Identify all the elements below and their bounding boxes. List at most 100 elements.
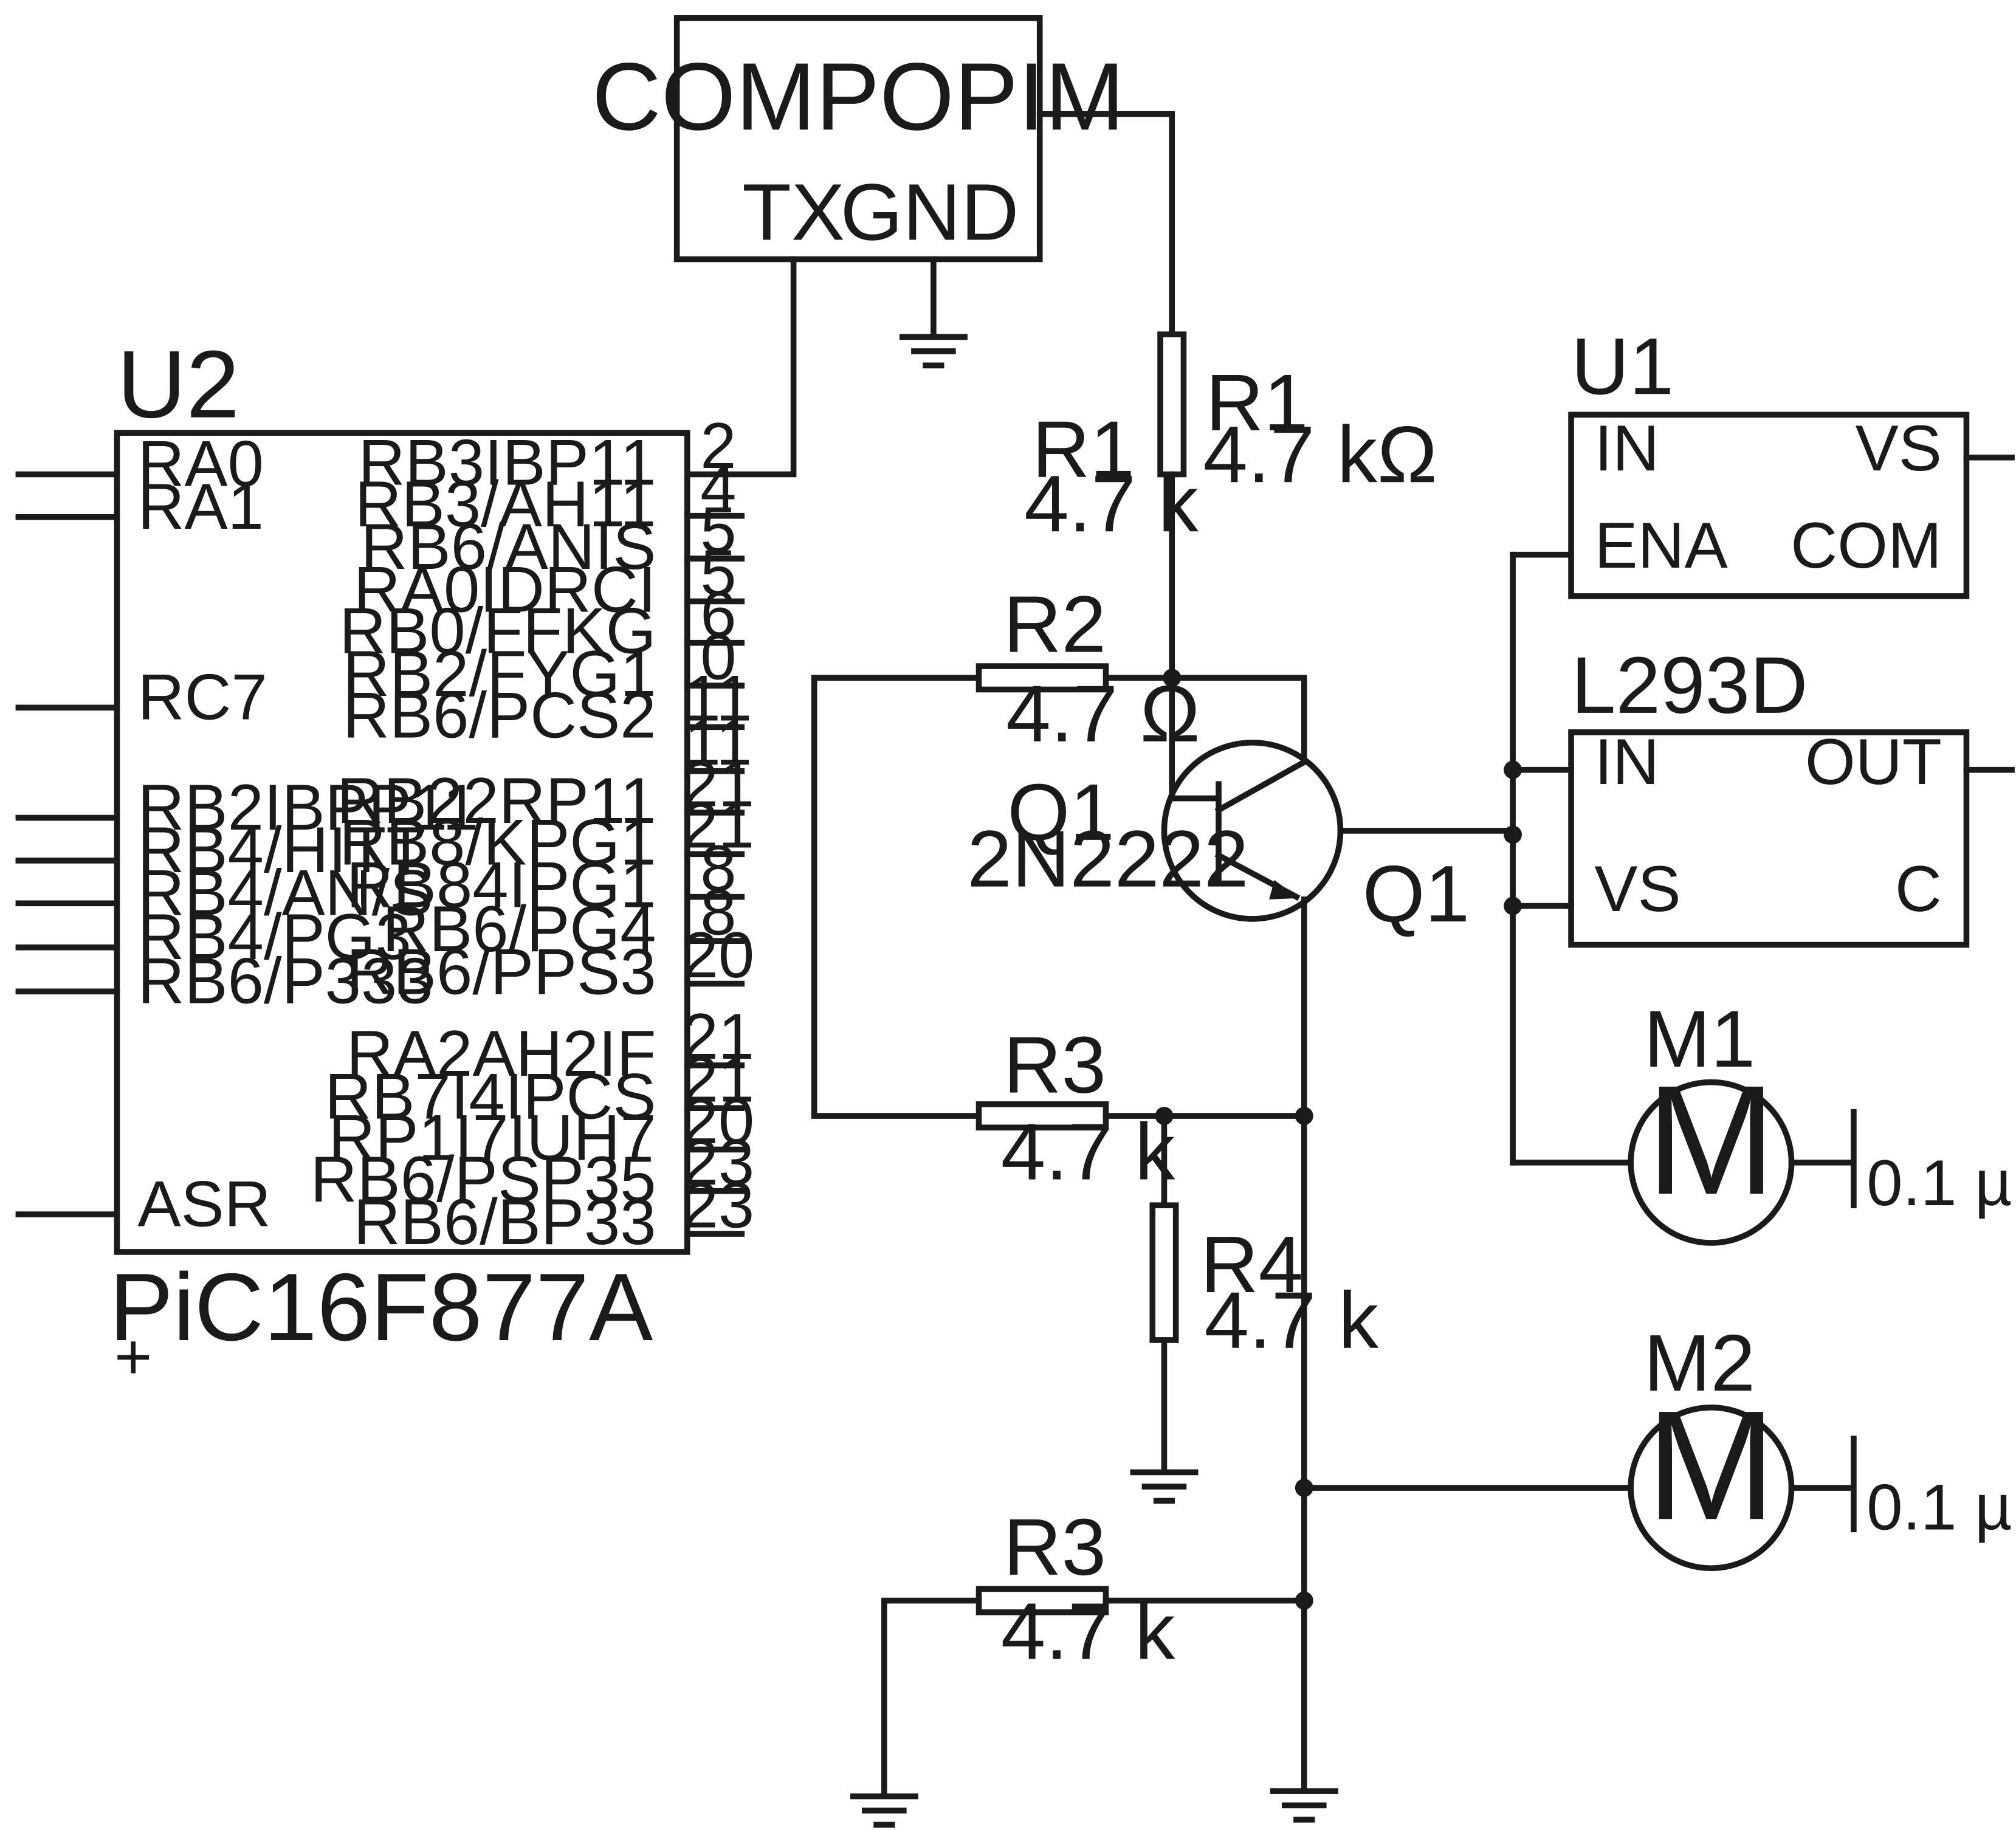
motor-m1: M M1 0.1 µF: [1510, 994, 2016, 1246]
u2-right-pin-label: RB6/ANIS: [361, 510, 656, 583]
u2-right-pin-label: RB6/PPS3: [346, 935, 656, 1008]
u2-left-pin-label: RB6/P333: [138, 944, 433, 1017]
q1-emitter-arrow: [1269, 879, 1299, 900]
junction-dot: [1163, 669, 1182, 687]
junction-dot: [1504, 760, 1522, 779]
wire-r3-lower: [881, 1597, 1307, 1797]
u2-right-pin-number: 8: [700, 875, 736, 948]
u1-driver: U1 IN VS ENA COM: [1568, 322, 1970, 599]
l293d-body: [1568, 729, 1970, 948]
u2-right-pin-label: RB6/PCS2: [343, 678, 656, 751]
u2-right-pin-label: RA0IDRCI: [354, 553, 656, 626]
compopim-tx-label: TX: [742, 168, 845, 258]
r2-resistor: [975, 663, 1109, 693]
r4-value: 4.7 k: [1205, 1276, 1380, 1366]
u2-microcontroller: U2 PiC16F877A + RA0RA1RC7RB2IBPP11RB4/HI…: [15, 331, 755, 1393]
u2-right-pin-label: RB22RP11: [337, 764, 656, 837]
m2-body: [1628, 1405, 1795, 1572]
wire-bus-to-l293d: [1510, 766, 1574, 909]
junction-dot: [1295, 1479, 1313, 1497]
l293d-vs-label: VS: [1594, 852, 1681, 925]
wire-tx-to-u2: [684, 256, 797, 478]
junction-dot: [1295, 1107, 1313, 1125]
u1-in-label: IN: [1594, 411, 1659, 484]
u2-right-pin-number: 8: [700, 831, 736, 904]
u2-right-pin-number: 23: [683, 1126, 755, 1199]
u2-plus-marker: +: [114, 1320, 152, 1393]
u2-right-pin-label: RB3IBP11: [359, 426, 656, 499]
compopim-gnd-label: GND: [841, 168, 1019, 258]
u2-right-pin-number: 4: [700, 450, 736, 523]
u2-right-pin-number: 11: [685, 662, 752, 735]
m2-symbol: M: [1646, 1378, 1776, 1552]
m1-capacitor-value: 0.1 µF: [1866, 1146, 2016, 1219]
u2-right-pin-label: RB6/PG4: [382, 892, 656, 965]
ground-symbol-r3-lower: [850, 1793, 918, 1828]
r2-ref: R2: [1003, 580, 1106, 670]
u2-right-pin-label: RB2/FYG1: [343, 637, 656, 710]
m2-ref: M2: [1643, 1318, 1755, 1408]
u2-body: [114, 430, 690, 1255]
u2-right-pin-label: RB6/BP33: [354, 1185, 656, 1258]
u2-right-pin-number: 5: [700, 493, 736, 566]
u2-right-pin-label: RB84IPG1: [346, 848, 656, 921]
m1-ref: M1: [1643, 994, 1755, 1084]
u2-right-pin-label: RB0/FFKG: [339, 594, 656, 667]
u2-right-pin-number: 2: [700, 409, 736, 482]
compopim-module: COMPOPIM TX GND: [592, 15, 1125, 263]
u1-body: [1568, 411, 1970, 599]
u2-right-pin-number: 21: [683, 789, 755, 862]
motor-m2: M M2 0.1 µF: [1301, 1318, 2016, 1572]
l293d-c-label: C: [1895, 852, 1942, 925]
q1-collector: [1214, 758, 1309, 814]
u2-left-pin-label: ASR: [138, 1167, 271, 1240]
u2-right-pin-label: RP1I7IUH7: [328, 1101, 656, 1174]
r3-upper-value: 4.7 k: [1001, 1107, 1176, 1197]
r4-ref: R4: [1200, 1220, 1303, 1310]
r4-resistor: [1149, 1202, 1179, 1343]
junction-dot: [1504, 825, 1522, 844]
q1-side-ref: Q1: [1363, 849, 1470, 939]
junction-dot: [1155, 1107, 1174, 1125]
u2-left-pin-label: RC7: [138, 661, 267, 734]
u2-right-pin-label: RB3/AH11: [355, 467, 656, 540]
m1-symbol: M: [1646, 1053, 1776, 1227]
ground-symbol-r4: [1130, 1469, 1199, 1504]
l293d-in-label: IN: [1594, 725, 1659, 798]
u2-right-pin-number: 20: [683, 918, 755, 991]
junction-dot: [1295, 1591, 1313, 1610]
u1-vs-label: VS: [1856, 411, 1942, 484]
junction-dot: [1504, 896, 1522, 915]
r1-alt-ref: R1: [1032, 405, 1135, 495]
u2-right-pin-number: 5: [700, 536, 736, 609]
u2-right-pin-number: 11: [685, 706, 752, 779]
q1-part: 2N2222: [967, 814, 1248, 904]
u2-right-pin-label: RB8/KPG1: [339, 805, 656, 878]
u2-right-pin-number: 21: [683, 747, 755, 820]
u1-ena-label: ENA: [1594, 509, 1727, 582]
u2-right-pin-number: 23: [683, 1168, 755, 1241]
r3-lower-ref: R3: [1003, 1502, 1106, 1592]
u2-left-pin-label: RB2IBPP11: [138, 771, 479, 844]
l293d-driver: L293D IN OUT VS C: [1568, 641, 1970, 948]
u2-right-pin-label: RB6/PSP35: [311, 1143, 656, 1216]
u2-left-pin-label: RA0: [138, 427, 264, 500]
u2-part-name: PiC16F877A: [109, 1254, 653, 1361]
u2-right-pin-label: RA2AH2IF: [346, 1017, 656, 1090]
r1-value: 4.7 kΩ: [1203, 410, 1437, 500]
u2-left-pins: RA0RA1RC7RB2IBPP11RB4/HITTRB4/AN/SRB4/PG…: [15, 427, 479, 1240]
u1-com-label: COM: [1791, 509, 1942, 582]
r1-resistor: [1157, 331, 1187, 478]
ground-symbol-compopim: [899, 334, 968, 369]
u1-ref: U1: [1571, 322, 1674, 411]
u2-ref: U2: [117, 331, 239, 438]
u2-right-pin-number: 6: [700, 577, 736, 650]
r3-upper-ref: R3: [1003, 1020, 1106, 1110]
m1-body: [1628, 1079, 1795, 1246]
u2-left-pin-label: RB4/HITT: [138, 813, 426, 886]
wire-loop-left: [811, 675, 982, 1119]
u2-right-pin-number: 20: [683, 1084, 755, 1157]
u2-left-pin-label: RB4/PG3: [138, 900, 411, 973]
